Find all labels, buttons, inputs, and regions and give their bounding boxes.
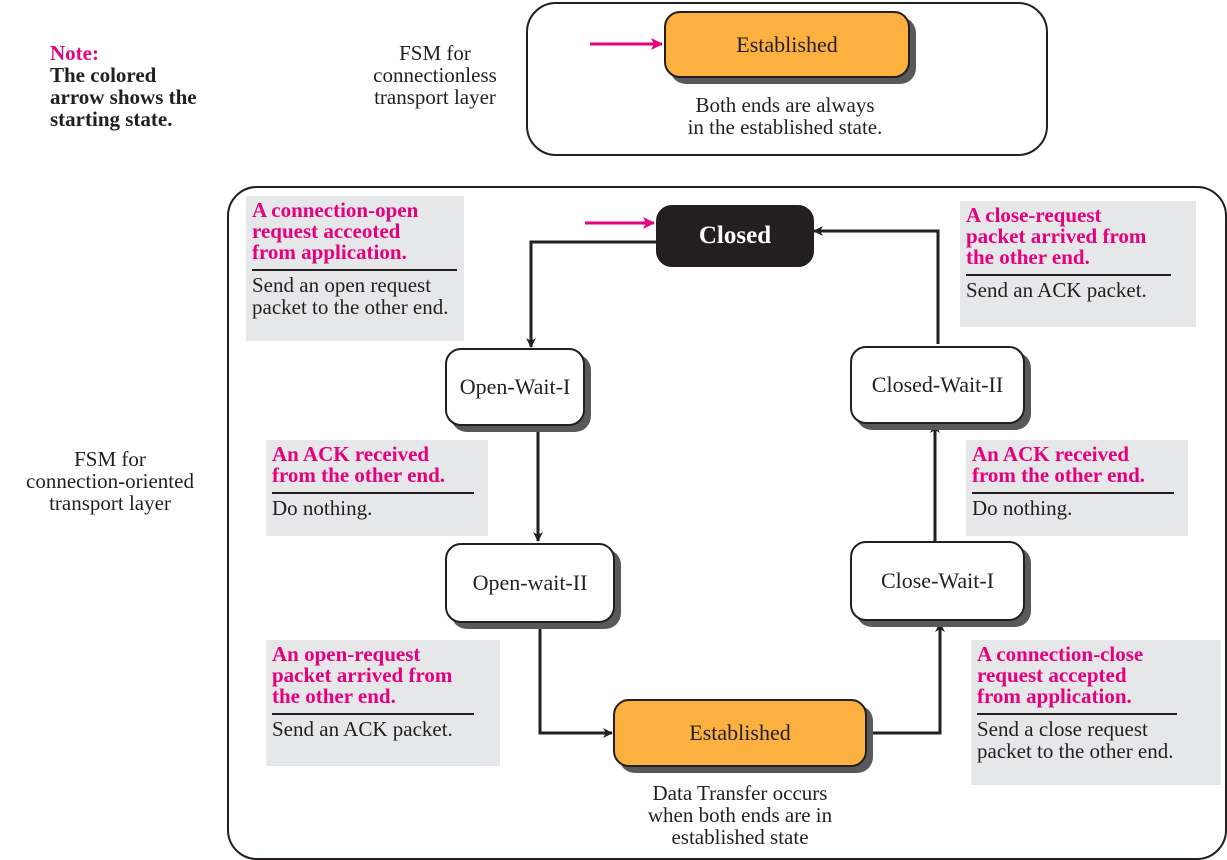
event-line: request acceoted — [252, 219, 401, 243]
divider — [272, 713, 474, 715]
event-line: An ACK received — [272, 442, 430, 466]
state-label: Closed — [698, 222, 772, 249]
state-label: Closed-Wait-II — [871, 372, 1004, 397]
note-line: arrow shows the — [50, 85, 197, 109]
divider — [972, 492, 1174, 494]
action-line: Send an open request — [252, 273, 432, 297]
caption-line: Data Transfer occurs — [652, 781, 828, 805]
action-line: packet to the other end. — [252, 295, 449, 319]
state-open-wait-2: Open-wait-II — [445, 543, 615, 623]
action-line: packet to the other end. — [977, 739, 1174, 763]
transition-condition: An open-request packet arrived from the … — [266, 640, 500, 766]
label-line: transport layer — [49, 491, 171, 515]
event-line: A connection-open — [252, 198, 419, 222]
note-title: Note: — [50, 41, 99, 65]
event-line: the other end. — [966, 245, 1090, 269]
event-line: packet arrived from — [966, 224, 1147, 248]
event-line: packet arrived from — [272, 663, 453, 687]
event-line: from the other end. — [972, 463, 1146, 487]
state-closed: Closed — [656, 205, 814, 267]
event-line: from application. — [977, 684, 1132, 708]
divider — [977, 713, 1177, 715]
label-line: FSM for — [399, 41, 471, 65]
caption-line: in the established state. — [687, 115, 883, 139]
action-line: Send an ACK packet. — [966, 278, 1147, 302]
event-line: An open-request — [272, 642, 421, 666]
connection-oriented-label: FSM for connection-oriented transport la… — [0, 448, 220, 514]
transition-condition: A close-request packet arrived from the … — [960, 201, 1196, 327]
state-label: Open-wait-II — [472, 570, 588, 595]
state-label: Open-Wait-I — [459, 374, 571, 399]
note-line: The colored — [50, 63, 157, 87]
state-label: Established — [689, 720, 791, 745]
state-open-wait-1: Open-Wait-I — [445, 348, 585, 426]
established-caption: Data Transfer occurs when both ends are … — [585, 782, 895, 848]
action-line: Do nothing. — [272, 496, 373, 520]
divider — [252, 269, 457, 271]
note: Note: The colored arrow shows the starti… — [50, 42, 197, 130]
action-line: Send an ACK packet. — [272, 717, 453, 741]
caption-line: Both ends are always — [695, 93, 875, 117]
action-line: Do nothing. — [972, 496, 1073, 520]
divider — [272, 492, 474, 494]
state-closed-wait-2: Closed-Wait-II — [850, 346, 1025, 424]
connectionless-caption: Both ends are always in the established … — [620, 94, 950, 138]
label-line: FSM for — [74, 447, 146, 471]
connectionless-label: FSM for connectionless transport layer — [360, 42, 510, 108]
connectionless-established-state: Established — [664, 11, 910, 78]
label-line: connectionless — [373, 63, 497, 87]
transition-condition: An ACK received from the other end. Do n… — [966, 440, 1188, 536]
transition-condition: An ACK received from the other end. Do n… — [266, 440, 488, 536]
action-line: Send a close request — [977, 717, 1148, 741]
event-line: A close-request — [966, 203, 1102, 227]
label-line: transport layer — [374, 85, 496, 109]
event-line: A connection-close — [977, 642, 1144, 666]
transition-condition: A connection-close request accepted from… — [971, 640, 1221, 785]
event-line: the other end. — [272, 684, 396, 708]
divider — [966, 274, 1171, 276]
transition-condition: A connection-open request acceoted from … — [246, 196, 464, 341]
caption-line: when both ends are in — [647, 803, 833, 827]
state-close-wait-1: Close-Wait-I — [850, 541, 1025, 621]
label-line: connection-oriented — [26, 469, 194, 493]
state-label: Close-Wait-I — [880, 568, 995, 593]
event-line: An ACK received — [972, 442, 1130, 466]
caption-line: established state — [671, 825, 809, 849]
event-line: from application. — [252, 240, 407, 264]
event-line: from the other end. — [272, 463, 446, 487]
event-line: request accepted — [977, 663, 1127, 687]
state-label: Established — [736, 31, 838, 57]
state-established: Established — [613, 699, 867, 767]
note-line: starting state. — [50, 107, 173, 131]
